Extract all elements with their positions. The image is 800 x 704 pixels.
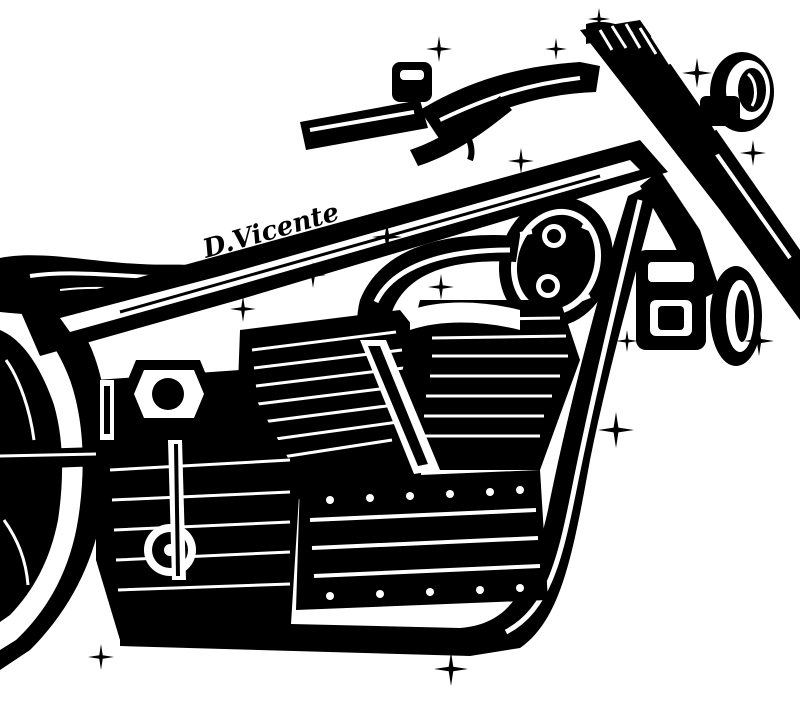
handlebars <box>300 62 600 166</box>
headlight <box>700 52 774 132</box>
transmission <box>96 360 300 640</box>
engine <box>236 300 580 610</box>
air-cleaner <box>498 196 614 328</box>
exhaust-pipe <box>357 234 520 404</box>
